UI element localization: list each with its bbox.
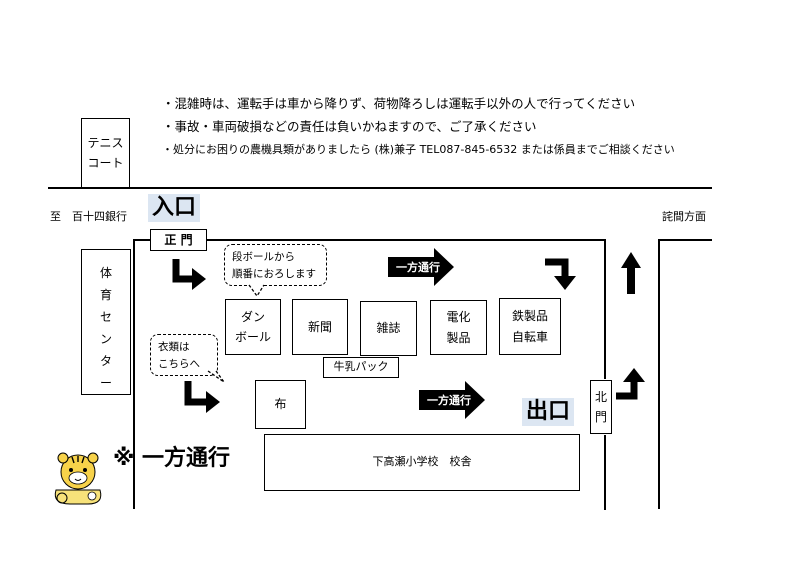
road-label-right: 詫間方面 [662,210,706,223]
main-gate: 正 門 [150,229,207,251]
site-boundary-top [207,239,606,241]
station-metal-bicycle: 鉄製品 自転車 [499,298,561,355]
north-gate: 北 門 [590,380,612,434]
notice-line-2: ・事故・車両破損などの責任は負いかねますので、ご了承ください [162,119,537,134]
turn-up-arrow-icon [616,368,645,400]
turn-right-arrow-icon [184,381,220,413]
turn-down-arrow-icon [545,258,576,290]
site-boundary-right-upper [604,239,606,379]
bubble-tail [248,284,265,298]
tennis-court: テニス コート [81,118,130,188]
site-boundary-top-left [133,239,150,241]
cardboard-instruction-bubble: 段ボールから 順番におろします [224,244,327,286]
station-magazine: 雑誌 [360,301,417,356]
entrance-label: 入口 [148,194,201,222]
turn-right-arrow-icon [172,259,206,290]
station-cardboard: ダン ボール [225,299,281,355]
right-road-top [658,239,712,241]
station-cloth: 布 [255,380,306,429]
one-way-arrow: 一方通行 [388,248,454,286]
notice-line-3: ・処分にお困りの農機具類がありましたら (株)兼子 TEL087-845-653… [162,143,675,156]
up-arrow-icon [621,252,641,294]
station-appliances: 電化 製品 [430,300,487,355]
station-milk-pack: 牛乳パック [323,357,399,378]
road-top-edge [48,187,712,189]
one-way-arrow-label: 一方通行 [396,261,440,274]
school-building: 下高瀬小学校 校舎 [264,434,580,491]
station-newspaper: 新聞 [292,299,348,355]
gym-label: 体 育 セ ン タ ー [99,266,112,390]
right-road-edge [658,239,660,509]
tiger-mascot-icon [54,452,102,505]
legend-one-way: ※ 一方通行 [113,446,231,471]
exit-label: 出口 [522,398,575,426]
clothes-instruction-bubble: 衣類は こちらへ [150,334,218,376]
road-label-left: 至 百十四銀行 [50,210,127,223]
one-way-arrow-label: 一方通行 [427,394,471,407]
notice-text: ・混雑時は、運転手は車から降りず、荷物降ろしは運転手以外の人で行ってください ・… [162,92,675,161]
site-boundary-right-lower [604,435,606,510]
one-way-arrow: 一方通行 [419,381,485,419]
notice-line-1: ・混雑時は、運転手は車から降りず、荷物降ろしは運転手以外の人で行ってください [162,96,636,111]
bubble-tail [207,370,225,383]
gym-building [81,249,131,395]
site-boundary-left [133,239,135,509]
